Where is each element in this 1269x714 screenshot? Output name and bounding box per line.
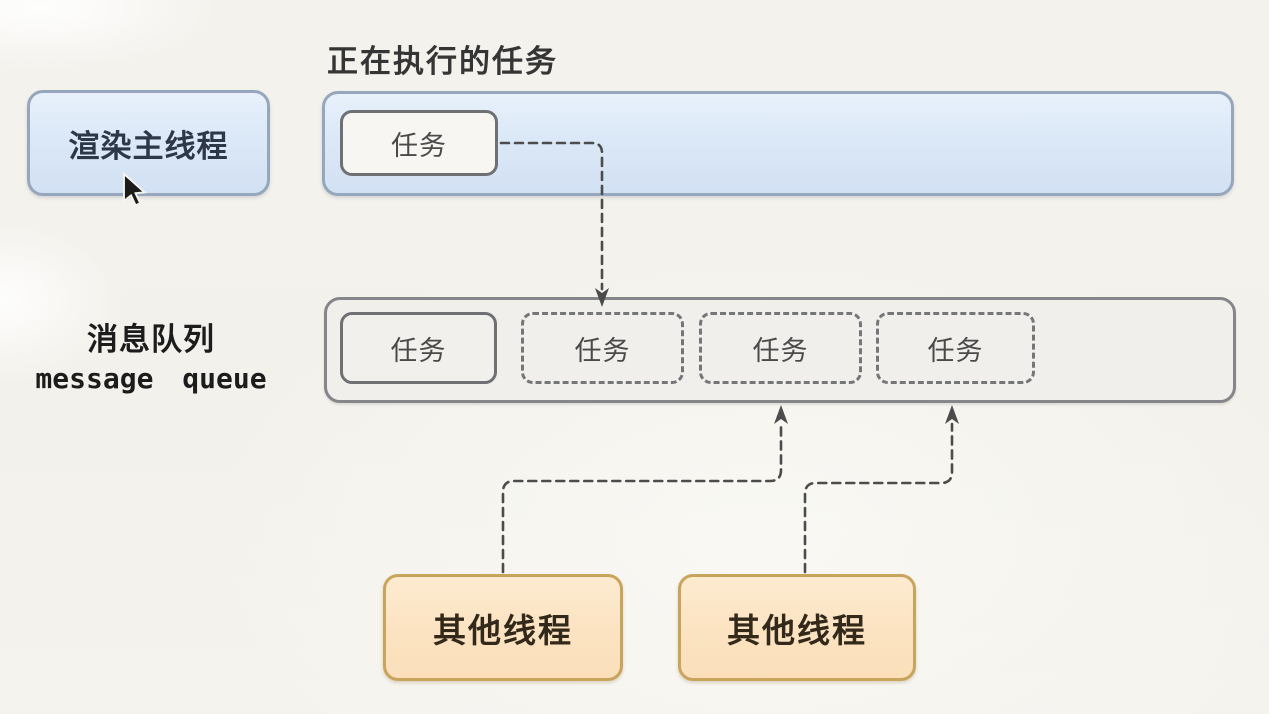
other-thread-label: 其他线程 bbox=[433, 611, 573, 649]
queue-task-box-3: 任务 bbox=[699, 312, 862, 384]
message-queue-label-zh: 消息队列 bbox=[87, 321, 215, 357]
arrow-other-thread1-to-queue bbox=[501, 422, 783, 574]
executing-task-label: 任务 bbox=[391, 130, 447, 161]
queue-task-box-4: 任务 bbox=[876, 312, 1035, 384]
queue-task-label: 任务 bbox=[390, 335, 447, 366]
message-queue-label-en: message queue bbox=[35, 361, 267, 395]
queue-task-label: 任务 bbox=[927, 335, 984, 366]
executing-task-title: 正在执行的任务 bbox=[327, 44, 558, 79]
arrow-other-thread2-to-queue bbox=[803, 422, 954, 574]
other-thread-label: 其他线程 bbox=[727, 611, 867, 649]
render-main-thread-label: 渲染主线程 bbox=[68, 128, 229, 164]
queue-task-box-2: 任务 bbox=[521, 312, 684, 384]
other-thread-box-1: 其他线程 bbox=[383, 574, 623, 681]
arrowhead-up-icon bbox=[774, 405, 788, 424]
other-thread-box-2: 其他线程 bbox=[678, 574, 916, 681]
arrowhead-up-icon bbox=[945, 405, 959, 424]
queue-task-label: 任务 bbox=[752, 335, 809, 366]
executing-task-box: 任务 bbox=[340, 110, 498, 176]
render-main-thread-box: 渲染主线程 bbox=[27, 90, 270, 196]
queue-task-box-1: 任务 bbox=[340, 312, 497, 384]
queue-task-label: 任务 bbox=[574, 335, 631, 366]
